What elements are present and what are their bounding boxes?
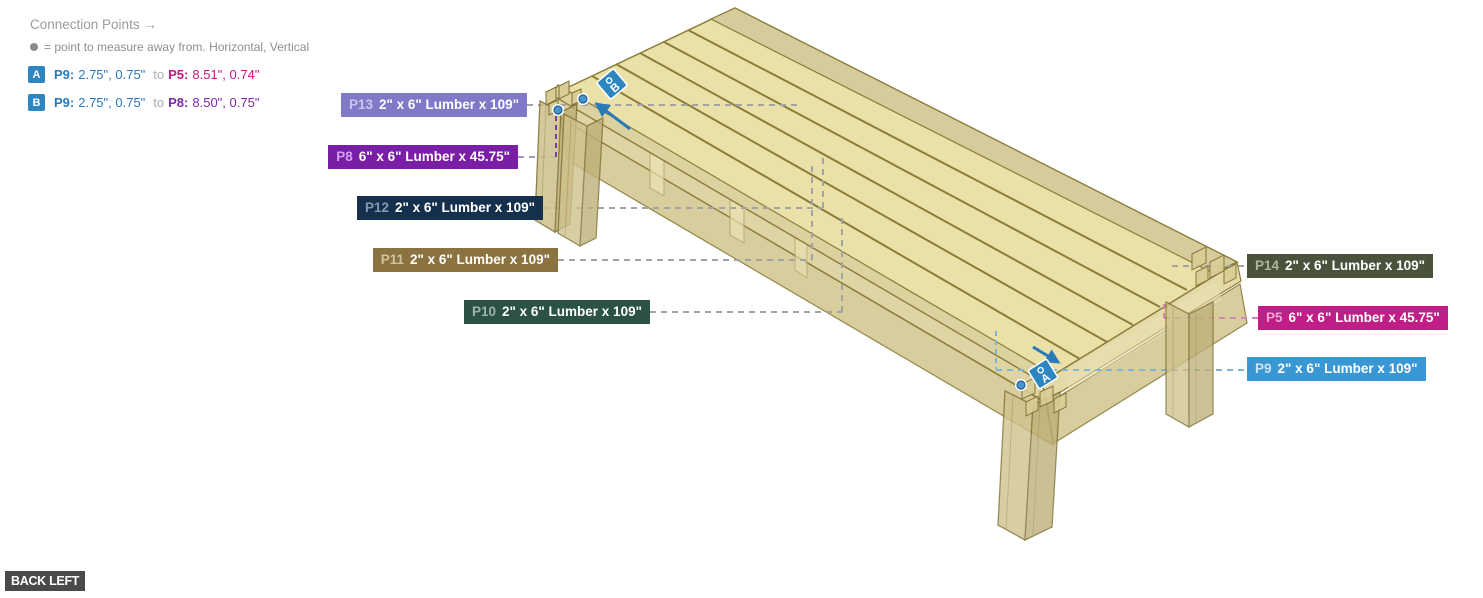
measurement-separator: to	[153, 95, 165, 110]
leg-front-left	[557, 112, 604, 248]
part-desc: 6" x 6" Lumber x 45.75"	[1288, 310, 1440, 325]
plank-lines	[591, 29, 1188, 360]
part-id: P8	[336, 149, 353, 164]
measurement-from-part: P9:	[54, 95, 75, 110]
measurement-to-values: 8.51", 0.74"	[192, 67, 260, 82]
measurement-to-part: P5:	[168, 67, 189, 82]
measurement-b-badge: B	[28, 94, 45, 111]
end-apron-highlight	[1062, 282, 1222, 390]
point-dot-icon	[30, 43, 38, 51]
part-id: P11	[380, 252, 404, 267]
page-title: Connection Points →	[30, 16, 157, 34]
marker-b-badge[interactable]: B	[596, 68, 628, 100]
part-label-p8[interactable]: P8 6" x 6" Lumber x 45.75"	[328, 145, 518, 169]
bench-structure	[550, 7, 1248, 447]
leg-back-right	[1165, 300, 1214, 429]
joint-tenons-back-right	[1191, 246, 1237, 287]
measurement-from-values: 2.75", 0.75"	[78, 95, 146, 110]
part-desc: 6" x 6" Lumber x 45.75"	[358, 149, 510, 164]
part-label-p12[interactable]: P12 2" x 6" Lumber x 109"	[356, 196, 543, 220]
part-id: P10	[471, 304, 496, 319]
measurement-row-b: B P9: 2.75", 0.75" to P8: 8.50", 0.75"	[28, 94, 263, 111]
measurement-separator: to	[153, 67, 165, 82]
part-desc: 2" x 6" Lumber x 109"	[501, 304, 642, 319]
legend: = point to measure away from. Horizontal…	[30, 40, 309, 54]
part-label-p10[interactable]: P10 2" x 6" Lumber x 109"	[463, 300, 650, 324]
measurement-row-a: A P9: 2.75", 0.75" to P5: 8.51", 0.74"	[28, 66, 263, 83]
part-label-p14[interactable]: P14 2" x 6" Lumber x 109"	[1247, 254, 1434, 278]
legend-text: = point to measure away from. Horizontal…	[44, 40, 310, 54]
measurement-to-values: 8.50", 0.75"	[192, 95, 260, 110]
connection-points-title: Connection Points →	[30, 17, 157, 32]
part-id: P14	[1255, 258, 1280, 273]
connection-point-dot[interactable]	[1015, 379, 1027, 391]
marker-a-arrow	[1032, 345, 1061, 364]
part-id: P5	[1266, 310, 1283, 325]
measurement-from-values: 2.75", 0.75"	[78, 67, 146, 82]
bench-legs	[534, 80, 1237, 542]
measurement-segments	[555, 113, 1165, 369]
view-angle-label: BACK LEFT	[5, 571, 86, 591]
part-desc: 2" x 6" Lumber x 109"	[409, 252, 550, 267]
part-desc: 2" x 6" Lumber x 109"	[378, 97, 519, 112]
part-label-p9[interactable]: P9 2" x 6" Lumber x 109"	[1247, 357, 1426, 381]
measurement-from-part: P9:	[54, 67, 75, 82]
connection-point-dot[interactable]	[552, 104, 564, 116]
part-id: P9	[1255, 361, 1272, 376]
leg-front-right	[997, 389, 1061, 542]
connection-point-dot[interactable]	[577, 93, 589, 105]
part-desc: 2" x 6" Lumber x 109"	[1277, 361, 1418, 376]
part-id: P12	[364, 200, 389, 215]
measurement-a-badge: A	[28, 66, 45, 83]
part-label-p11[interactable]: P11 2" x 6" Lumber x 109"	[372, 248, 558, 272]
part-id: P13	[348, 97, 373, 112]
part-desc: 2" x 6" Lumber x 109"	[1285, 258, 1426, 273]
part-label-p13[interactable]: P13 2" x 6" Lumber x 109"	[340, 93, 527, 117]
joint-tenons-front-right	[1021, 377, 1067, 417]
connection-points	[552, 93, 1027, 391]
marker-a-badge[interactable]: A	[1027, 358, 1059, 390]
part-desc: 2" x 6" Lumber x 109"	[394, 200, 535, 215]
marker-b-arrow	[594, 102, 631, 131]
measurement-to-part: P8:	[168, 95, 189, 110]
part-label-p5[interactable]: P5 6" x 6" Lumber x 45.75"	[1258, 306, 1448, 330]
